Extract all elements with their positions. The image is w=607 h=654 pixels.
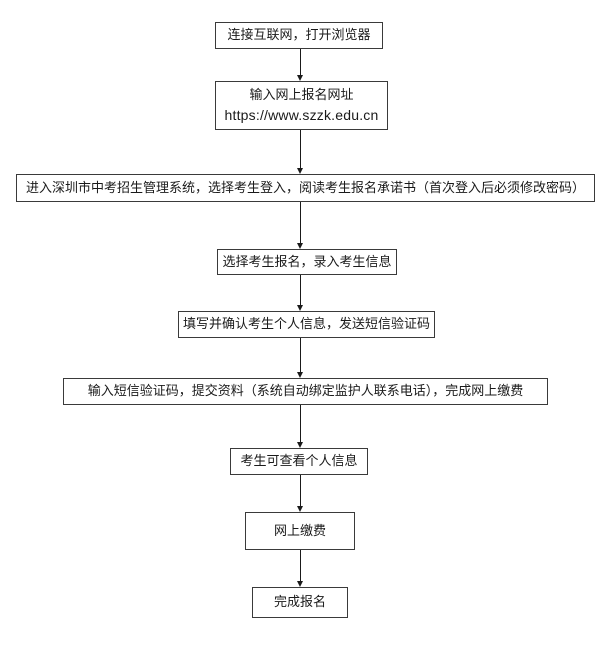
flow-step-complete-registration: 完成报名 (252, 587, 348, 618)
flow-step-label: 输入网上报名网址 (249, 86, 354, 102)
flow-arrow-down-icon (297, 405, 304, 448)
flow-step-label: 输入短信验证码，提交资料（系统自动绑定监护人联系电话），完成网上缴费 (87, 383, 524, 399)
flow-step-confirm-info-send-code: 填写并确认考生个人信息，发送短信验证码 (178, 311, 435, 338)
flow-step-label: 考生可查看个人信息 (240, 453, 358, 469)
flow-step-label: 连接互联网，打开浏览器 (227, 27, 371, 43)
flow-step-login-system: 进入深圳市中考招生管理系统，选择考生登入，阅读考生报名承诺书（首次登入后必须修改… (16, 174, 595, 202)
flow-step-label: 选择考生报名，录入考生信息 (222, 253, 392, 269)
flow-step-label: 完成报名 (273, 594, 326, 610)
flow-step-submit-verification-payment: 输入短信验证码，提交资料（系统自动绑定监护人联系电话），完成网上缴费 (63, 378, 548, 405)
registration-url: https://www.szzk.edu.cn (224, 106, 379, 123)
flow-step-label: 进入深圳市中考招生管理系统，选择考生登入，阅读考生报名承诺书（首次登入后必须修改… (25, 179, 585, 195)
flow-step-online-payment: 网上缴费 (245, 512, 355, 550)
flow-arrow-down-icon (297, 49, 304, 81)
flow-arrow-down-icon (297, 338, 304, 378)
flow-arrow-down-icon (297, 275, 304, 311)
flow-arrow-down-icon (297, 130, 304, 174)
flow-arrow-down-icon (297, 475, 304, 512)
flow-step-label: 填写并确认考生个人信息，发送短信验证码 (182, 316, 430, 332)
flow-step-connect-internet: 连接互联网，打开浏览器 (215, 22, 383, 49)
flow-arrow-down-icon (297, 202, 304, 249)
flow-step-label: 网上缴费 (273, 522, 326, 538)
flow-step-view-personal-info: 考生可查看个人信息 (230, 448, 368, 475)
flow-step-select-registration: 选择考生报名，录入考生信息 (217, 249, 397, 275)
flow-step-enter-url: 输入网上报名网址 https://www.szzk.edu.cn (215, 81, 388, 130)
flow-arrow-down-icon (297, 550, 304, 587)
